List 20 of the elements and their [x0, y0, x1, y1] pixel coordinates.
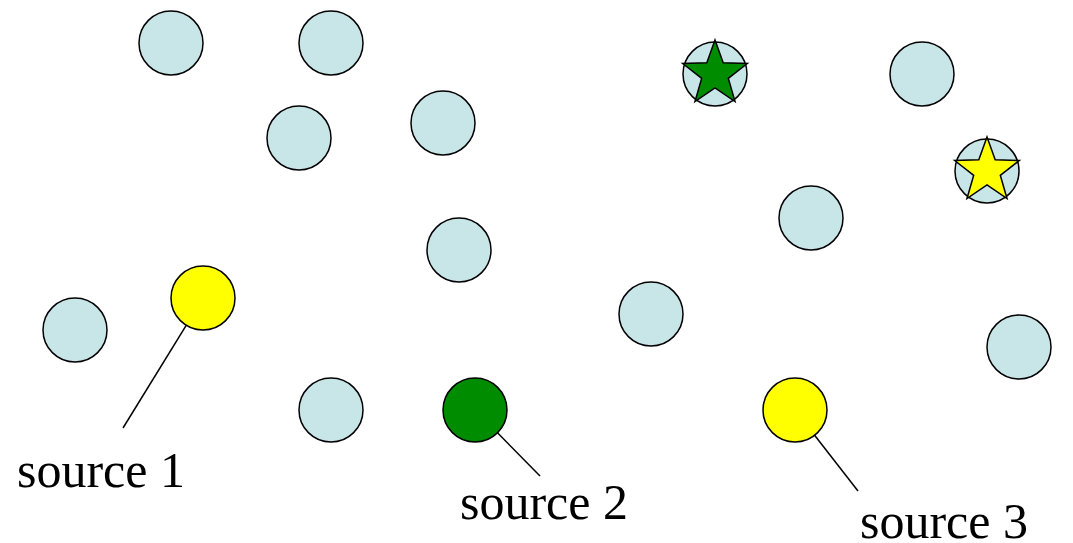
node-circle	[298, 10, 364, 76]
leader-line	[813, 434, 859, 492]
leader-line	[496, 432, 541, 477]
source-circle	[170, 265, 236, 331]
node-circle	[266, 105, 332, 171]
node-circle	[138, 10, 204, 76]
node-circle	[889, 41, 955, 107]
source-label: source 3	[860, 493, 1028, 543]
node-circle	[426, 217, 492, 283]
node-circle	[410, 90, 476, 156]
node-circle	[298, 377, 364, 443]
source-label: source 1	[17, 442, 185, 498]
node-circle	[778, 185, 844, 251]
leader-line	[122, 324, 187, 429]
node-circle	[42, 297, 108, 363]
node-circle	[986, 314, 1052, 380]
source-label: source 2	[460, 474, 628, 530]
source-circle	[762, 377, 828, 443]
source-circle	[442, 377, 508, 443]
node-circle	[618, 281, 684, 347]
